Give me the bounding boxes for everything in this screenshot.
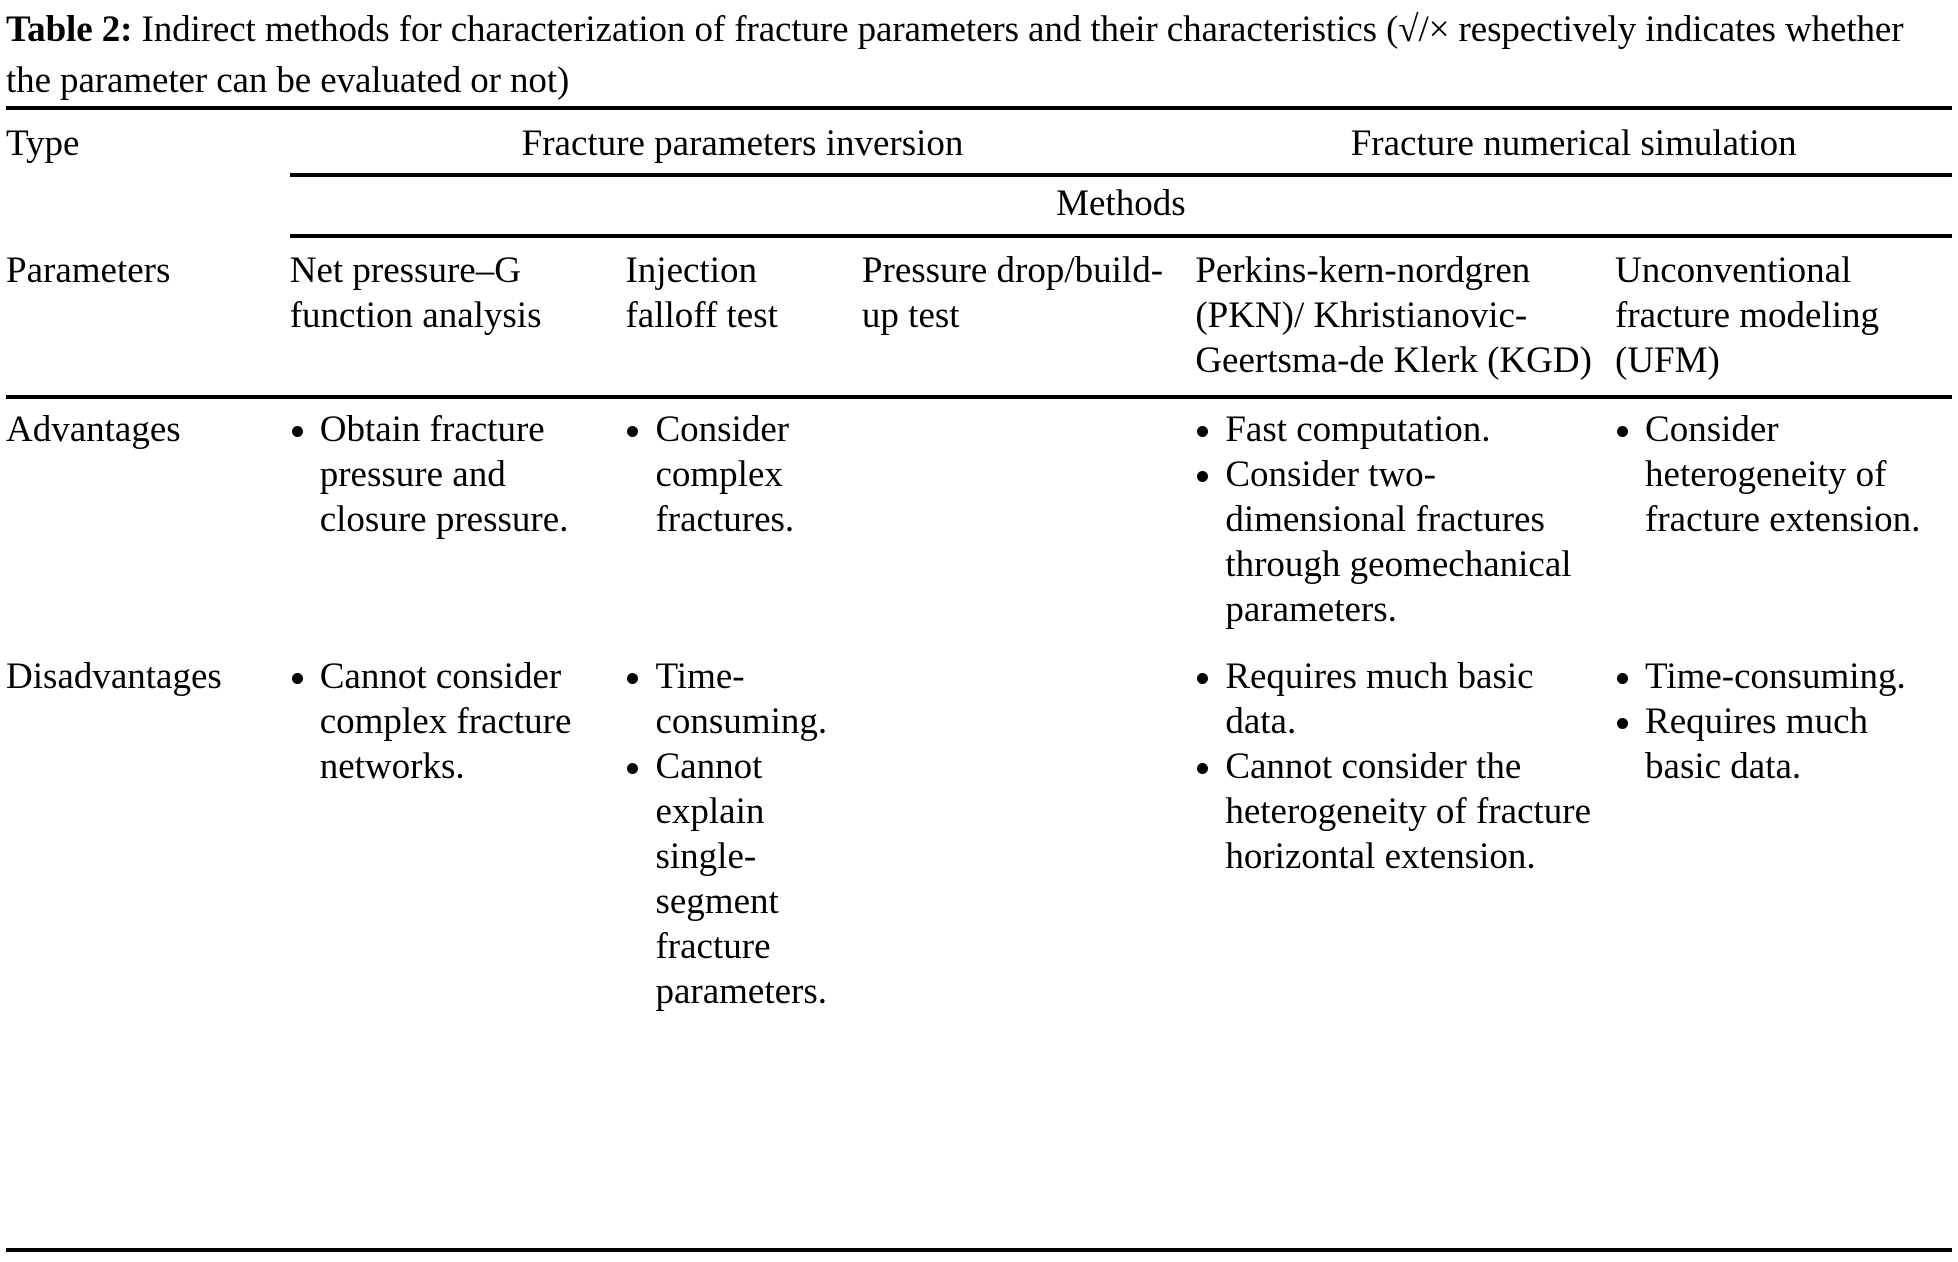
list-item: Fast computation. xyxy=(1195,407,1609,452)
list-item: Consider complex fractures. xyxy=(625,407,855,542)
list-item-text: Consider two-dimensional fractures throu… xyxy=(1225,454,1572,630)
list-item: Time-consuming. xyxy=(625,654,855,744)
methods-header-label: Methods xyxy=(1056,183,1186,224)
cell-advantages-pressure-dropbuildup xyxy=(862,399,1195,632)
bullet-list: Consider complex fractures. xyxy=(625,407,855,542)
methods-header-cell: Methods xyxy=(289,177,1952,238)
row-label-type: Type xyxy=(6,123,80,164)
list-item: Cannot explain single-segment fracture p… xyxy=(625,744,855,1014)
row-label-advantages: Advantages xyxy=(6,409,181,450)
bullet-dot-icon xyxy=(1617,426,1629,437)
bullet-list: Cannot consider complex fracture network… xyxy=(290,654,620,789)
cell-disadvantages-pressure-dropbuildup xyxy=(862,646,1195,1014)
bullet-dot-icon xyxy=(1197,426,1209,437)
table-top-rule xyxy=(6,106,1952,110)
list-item: Consider heterogeneity of fracture exten… xyxy=(1615,407,1946,542)
bullet-dot-icon xyxy=(1197,763,1209,774)
bullet-dot-icon xyxy=(291,426,303,437)
bullet-list: Time-consuming. Requires much basic data… xyxy=(1615,654,1946,789)
list-item-text: Requires much basic data. xyxy=(1645,701,1868,787)
indirect-methods-table: Type Fracture parameters inversion Fract… xyxy=(6,110,1952,1014)
cell-advantages-injection-falloff: Consider complex fractures. xyxy=(625,399,861,632)
list-item-text: Cannot consider complex fracture network… xyxy=(319,656,572,787)
list-item: Time-consuming. xyxy=(1615,654,1946,699)
column-header-pressure-dropbuildup: Pressure drop/build-up test xyxy=(861,250,1164,336)
list-item: Cannot consider the heterogeneity of fra… xyxy=(1195,744,1609,879)
bullet-list: Time-consuming. Cannot explain single-se… xyxy=(625,654,855,1014)
group-header-simulation-rule xyxy=(1195,173,1952,177)
header-parameters-row: Parameters Net pressure–G function analy… xyxy=(6,238,1952,395)
list-item-text: Fast computation. xyxy=(1225,409,1491,450)
table-bottom-rule xyxy=(6,1248,1952,1252)
cell-disadvantages-net-pressure-g: Cannot consider complex fracture network… xyxy=(290,646,626,1014)
column-header-injection-falloff: Injection falloff test xyxy=(625,250,778,336)
row-label-disadvantages: Disadvantages xyxy=(6,656,222,697)
cell-advantages-ufm: Consider heterogeneity of fracture exten… xyxy=(1615,399,1952,632)
list-item: Requires much basic data. xyxy=(1615,699,1946,789)
bullet-list: Requires much basic data. Cannot conside… xyxy=(1195,654,1609,879)
cell-advantages-pkn-kgd: Fast computation. Consider two-dimension… xyxy=(1195,399,1615,632)
bullet-dot-icon xyxy=(1617,718,1629,729)
list-item: Obtain fracture pressure and closure pre… xyxy=(290,407,620,542)
list-item-text: Cannot explain single-segment fracture p… xyxy=(655,746,828,1012)
header-body-rule-row xyxy=(6,395,1952,399)
caption-label: Table 2: xyxy=(6,9,133,50)
bullet-dot-icon xyxy=(627,673,639,684)
bullet-dot-icon xyxy=(1617,673,1629,684)
header-body-rule-cell xyxy=(6,395,1952,399)
row-advantages: Advantages Obtain fracture pressure and … xyxy=(6,399,1952,632)
methods-row-gutter xyxy=(6,177,290,238)
cell-disadvantages-injection-falloff: Time-consuming. Cannot explain single-se… xyxy=(625,646,861,1014)
list-item: Consider two-dimensional fractures throu… xyxy=(1195,452,1609,632)
caption-text: Indirect methods for characterization of… xyxy=(6,9,1904,101)
bullet-dot-icon xyxy=(1197,673,1209,684)
bullet-list: Fast computation. Consider two-dimension… xyxy=(1195,407,1609,632)
table-bottom-rule-wrap xyxy=(6,1248,1952,1252)
list-item: Requires much basic data. xyxy=(1195,654,1609,744)
column-header-ufm: Unconventional fracture modeling (UFM) xyxy=(1615,250,1880,381)
table-caption: Table 2: Indirect methods for characteri… xyxy=(6,0,1952,106)
cell-disadvantages-ufm: Time-consuming. Requires much basic data… xyxy=(1615,646,1952,1014)
list-item-text: Requires much basic data. xyxy=(1225,656,1534,742)
bullet-dot-icon xyxy=(627,763,639,774)
list-item-text: Consider heterogeneity of fracture exten… xyxy=(1645,409,1921,540)
list-item-text: Obtain fracture pressure and closure pre… xyxy=(319,409,569,540)
header-methods-row: Methods xyxy=(6,177,1952,238)
bullet-dot-icon xyxy=(627,426,639,437)
cell-advantages-net-pressure-g: Obtain fracture pressure and closure pre… xyxy=(290,399,626,632)
list-item-text: Consider complex fractures. xyxy=(655,409,795,540)
bullet-list: Obtain fracture pressure and closure pre… xyxy=(290,407,620,542)
list-item-text: Time-consuming. xyxy=(1645,656,1906,697)
bullet-dot-icon xyxy=(291,673,303,684)
row-disadvantages: Disadvantages Cannot consider complex fr… xyxy=(6,646,1952,1014)
group-header-simulation: Fracture numerical simulation xyxy=(1195,110,1952,177)
column-header-pkn-kgd: Perkins-kern-nordgren (PKN)/ Khristianov… xyxy=(1195,250,1592,381)
row-label-parameters: Parameters xyxy=(6,250,171,291)
bullet-dot-icon xyxy=(1197,471,1209,482)
row-spacer xyxy=(6,632,1952,646)
list-item: Cannot consider complex fracture network… xyxy=(290,654,620,789)
cell-disadvantages-pkn-kgd: Requires much basic data. Cannot conside… xyxy=(1195,646,1615,1014)
group-header-inversion-rule xyxy=(289,173,1196,177)
methods-header-rule xyxy=(289,234,1952,238)
header-group-row: Type Fracture parameters inversion Fract… xyxy=(6,110,1952,177)
header-body-rule xyxy=(6,395,1952,399)
list-item-text: Cannot consider the heterogeneity of fra… xyxy=(1225,746,1592,877)
column-header-net-pressure-g: Net pressure–G function analysis xyxy=(289,250,542,336)
group-header-inversion-label: Fracture parameters inversion xyxy=(521,123,964,164)
bullet-list: Consider heterogeneity of fracture exten… xyxy=(1615,407,1946,542)
list-item-text: Time-consuming. xyxy=(655,656,828,742)
group-header-simulation-label: Fracture numerical simulation xyxy=(1350,123,1797,164)
group-header-inversion: Fracture parameters inversion xyxy=(289,110,1196,177)
